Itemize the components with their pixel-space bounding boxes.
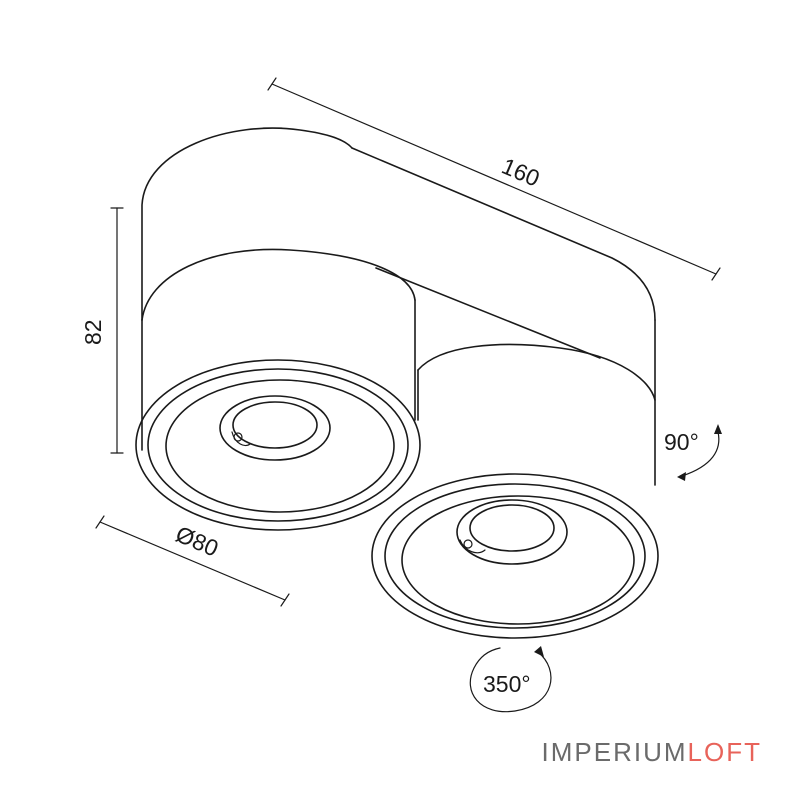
rotation-indicator: 350° (469, 646, 552, 713)
length-label: 160 (498, 153, 543, 192)
right-lamp-body (371, 343, 659, 639)
dimension-length: 160 (267, 77, 721, 281)
tilt-label: 90° (664, 429, 699, 455)
rotation-arrow-icon (534, 646, 544, 657)
rotation-label: 350° (483, 671, 531, 697)
rear-housing (141, 127, 656, 486)
tilt-arrow-left-icon (677, 472, 686, 481)
dimension-height: 82 (80, 207, 124, 454)
tilt-indicator: 90° (664, 424, 722, 481)
brand-logo: IMPERIUMLOFT (542, 737, 762, 768)
left-lamp-body (135, 248, 601, 531)
brand-logo-part2: LOFT (687, 737, 762, 767)
height-label: 82 (80, 319, 106, 345)
tilt-arrow-up-icon (714, 424, 722, 434)
brand-logo-part1: IMPERIUM (541, 737, 688, 767)
